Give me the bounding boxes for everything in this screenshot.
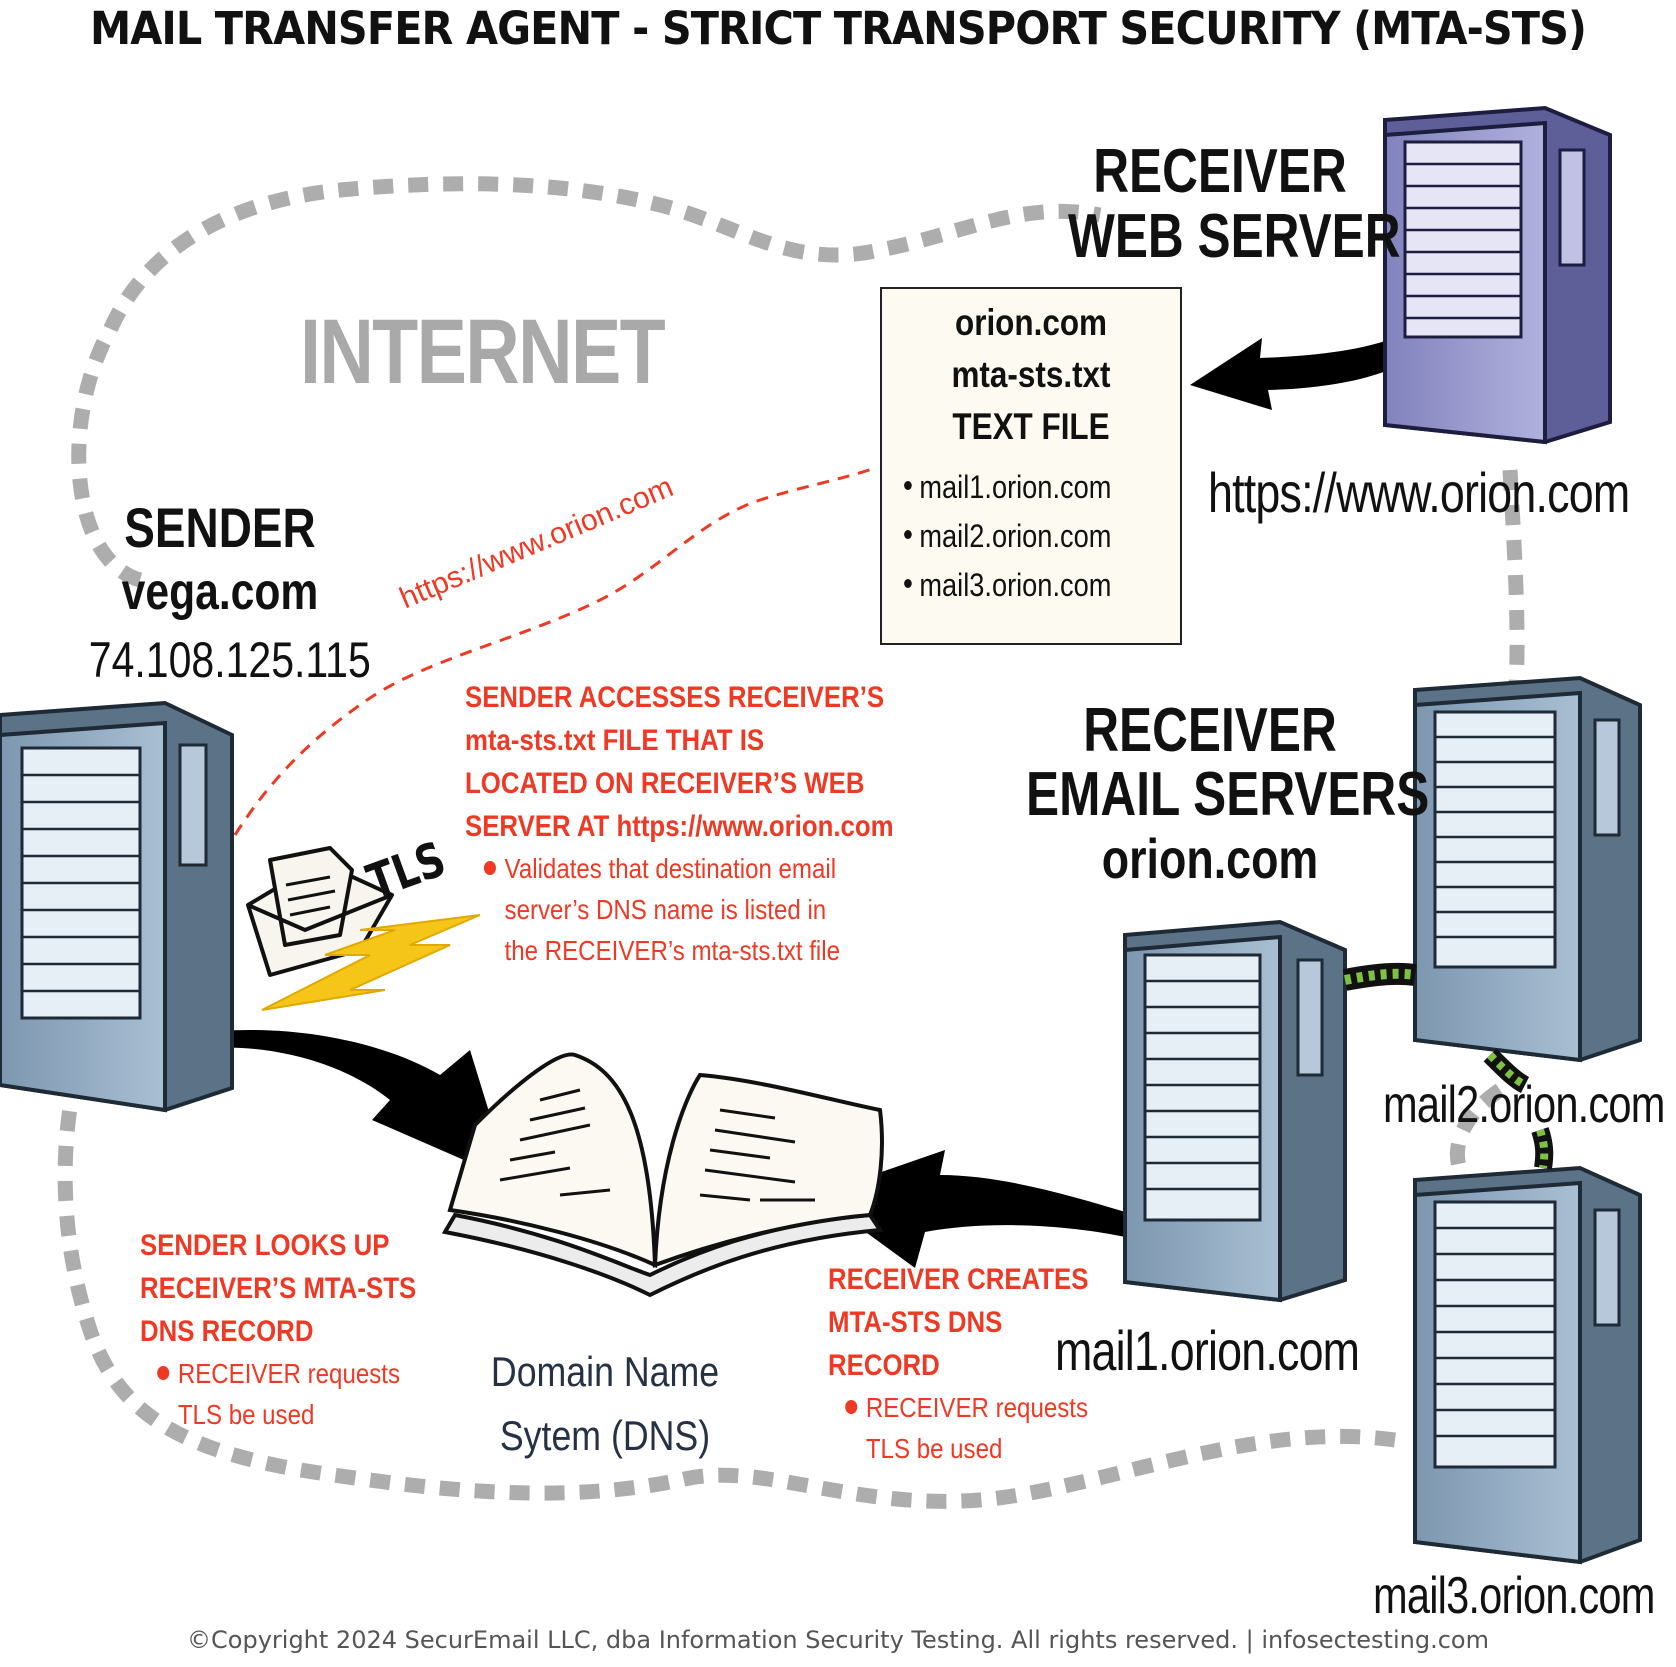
bullet-icon — [845, 1399, 858, 1414]
sender-heading: SENDER — [124, 496, 316, 559]
text-file-entry: mail3.orion.com — [904, 561, 1135, 610]
note-heading-line: RECEIVER’S MTA-STS — [140, 1272, 417, 1305]
note-heading-line: DNS RECORD — [140, 1315, 314, 1348]
bullet-icon — [483, 860, 496, 875]
text-file-entries: mail1.orion.com mail2.orion.com mail3.or… — [882, 463, 1135, 610]
page-title: MAIL TRANSFER AGENT - STRICT TRANSPORT S… — [89, 2, 1587, 55]
web-server-title-line2: WEB SERVER — [1068, 202, 1401, 271]
internet-label: INTERNET — [300, 301, 666, 403]
sender-to-dns-arrow — [185, 1029, 510, 1180]
server-interconnect-links — [1342, 962, 1554, 1170]
mail3-label: mail3.orion.com — [1373, 1567, 1655, 1625]
sender-access-note: SENDER ACCESSES RECEIVER’S mta-sts.txt F… — [465, 676, 894, 971]
text-file-domain: orion.com — [954, 302, 1108, 343]
dns-label-line2: Sytem (DNS) — [499, 1412, 711, 1459]
text-file-type: TEXT FILE — [952, 406, 1110, 447]
web-server-url: https://www.orion.com — [1208, 461, 1630, 524]
mail1-to-dns-arrow — [815, 1150, 1135, 1268]
web-server-arrow — [1190, 315, 1450, 410]
note-heading-line: RECORD — [828, 1349, 940, 1382]
sender-ip: 74.108.125.115 — [88, 632, 371, 688]
dns-book-icon — [441, 1052, 884, 1298]
note-heading-line: MTA-STS DNS — [828, 1306, 1003, 1339]
text-file-name: mta-sts.txt — [951, 354, 1111, 395]
https-request-path — [233, 466, 876, 836]
mail2-label: mail2.orion.com — [1383, 1076, 1665, 1134]
note-heading-line: SENDER LOOKS UP — [140, 1229, 390, 1262]
mta-sts-text-file: orion.com mta-sts.txt TEXT FILE mail1.or… — [880, 287, 1182, 645]
sender-domain: vega.com — [121, 563, 319, 621]
text-file-entry: mail2.orion.com — [904, 512, 1135, 561]
bullet-icon — [157, 1365, 170, 1380]
note-heading-line: SERVER AT https://www.orion.com — [465, 810, 894, 843]
lightning-bolt-icon — [261, 914, 481, 1011]
text-file-entry: mail1.orion.com — [904, 463, 1135, 512]
mail1-label: mail1.orion.com — [1055, 1319, 1360, 1382]
note-heading-line: mta-sts.txt FILE THAT IS — [465, 724, 765, 757]
receiver-creates-note: RECEIVER CREATES MTA-STS DNS RECORD RECE… — [828, 1258, 1088, 1469]
email-servers-title-line1: RECEIVER — [1083, 696, 1337, 765]
note-heading-line: LOCATED ON RECEIVER’S WEB — [465, 767, 865, 800]
dns-label: Domain Name Sytem (DNS) — [478, 1340, 733, 1468]
mail1-server — [1123, 919, 1347, 1303]
mail3-server — [1413, 1165, 1642, 1565]
note-heading-line: RECEIVER CREATES — [828, 1263, 1089, 1296]
mail2-server — [1413, 675, 1642, 1063]
copyright-footer: ©Copyright 2024 SecurEmail LLC, dba Info… — [187, 1626, 1489, 1654]
web-server-title-line1: RECEIVER — [1093, 137, 1347, 206]
web-server — [1383, 105, 1612, 445]
sender-server — [0, 700, 234, 1113]
sender-lookup-note: SENDER LOOKS UP RECEIVER’S MTA-STS DNS R… — [140, 1224, 416, 1435]
dns-label-line1: Domain Name — [490, 1348, 720, 1395]
email-servers-title-line2: EMAIL SERVERS — [1026, 760, 1430, 829]
email-servers-domain: orion.com — [1101, 827, 1319, 890]
note-heading-line: SENDER ACCESSES RECEIVER’S — [465, 681, 885, 714]
